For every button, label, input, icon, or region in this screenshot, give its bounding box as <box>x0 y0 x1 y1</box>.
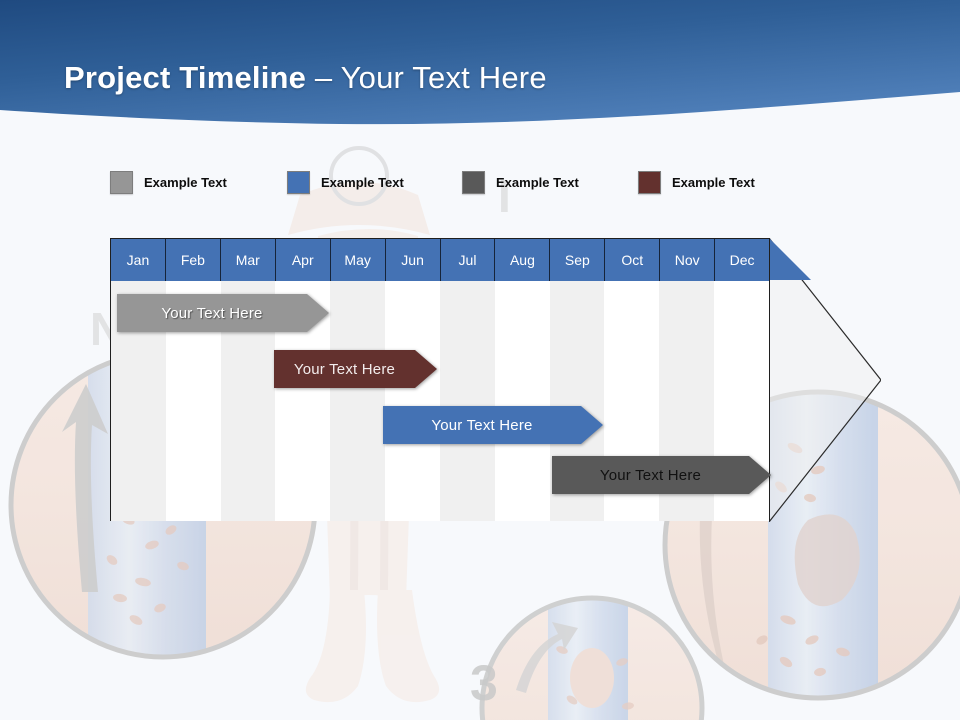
task-bar-3[interactable]: Your Text Here <box>383 406 603 444</box>
task-bar-4[interactable]: Your Text Here <box>552 456 771 494</box>
task-bar-2-label: Your Text Here <box>293 360 396 378</box>
month-cell-apr[interactable]: Apr <box>275 239 331 281</box>
month-cell-jan[interactable]: Jan <box>111 239 166 281</box>
month-cell-nov[interactable]: Nov <box>660 239 716 281</box>
task-bar-1[interactable]: Your Text Here <box>117 294 329 332</box>
legend: Example Text Example Text Example Text E… <box>110 170 810 194</box>
header-banner <box>0 0 960 125</box>
grid-column-jun <box>385 281 440 521</box>
legend-item-3[interactable]: Example Text <box>462 170 579 194</box>
month-header-row: Jan Feb Mar Apr May Jun Jul Aug Sep Oct … <box>111 239 770 281</box>
month-cell-may[interactable]: May <box>330 239 386 281</box>
task-bar-3-label: Your Text Here <box>431 416 533 434</box>
legend-item-4[interactable]: Example Text <box>638 170 755 194</box>
task-bar-3-shape <box>383 406 603 444</box>
legend-item-2[interactable]: Example Text <box>287 170 404 194</box>
page-title-strong: Project Timeline <box>64 60 307 95</box>
page-title-light: – Your Text Here <box>306 60 547 95</box>
month-cell-oct[interactable]: Oct <box>605 239 661 281</box>
grid-column-may <box>330 281 386 521</box>
task-bar-4-shape <box>552 456 771 494</box>
task-bar-2-shape <box>274 350 437 388</box>
month-cell-mar[interactable]: Mar <box>220 239 276 281</box>
timeline-arrow-head <box>769 238 881 522</box>
legend-swatch-icon-4 <box>638 170 661 194</box>
legend-label-4: Example Text <box>672 174 755 190</box>
month-cell-feb[interactable]: Feb <box>165 239 221 281</box>
legend-label-2: Example Text <box>321 174 404 190</box>
grid-column-jul <box>439 281 495 521</box>
month-cell-jul[interactable]: Jul <box>440 239 496 281</box>
page-title: Project Timeline – Your Text Here <box>64 58 547 98</box>
task-bar-4-label: Your Text Here <box>599 466 702 484</box>
legend-item-1[interactable]: Example Text <box>110 170 227 194</box>
task-bar-1-shape <box>117 294 329 332</box>
legend-swatch-icon-3 <box>462 170 485 194</box>
month-cell-dec[interactable]: Dec <box>715 239 770 281</box>
task-bar-1-label: Your Text Here <box>161 304 263 322</box>
watermark-circle-bottom <box>479 595 705 720</box>
legend-label-3: Example Text <box>496 174 579 190</box>
legend-swatch-icon-2 <box>287 170 310 194</box>
watermark-number: 3 <box>470 655 498 711</box>
month-cell-sep[interactable]: Sep <box>550 239 606 281</box>
legend-swatch-icon-1 <box>110 170 133 194</box>
month-cell-jun[interactable]: Jun <box>385 239 441 281</box>
task-bar-2[interactable]: Your Text Here <box>274 350 437 388</box>
legend-label-1: Example Text <box>144 174 227 190</box>
grid-column-aug <box>494 281 550 521</box>
month-cell-aug[interactable]: Aug <box>495 239 551 281</box>
